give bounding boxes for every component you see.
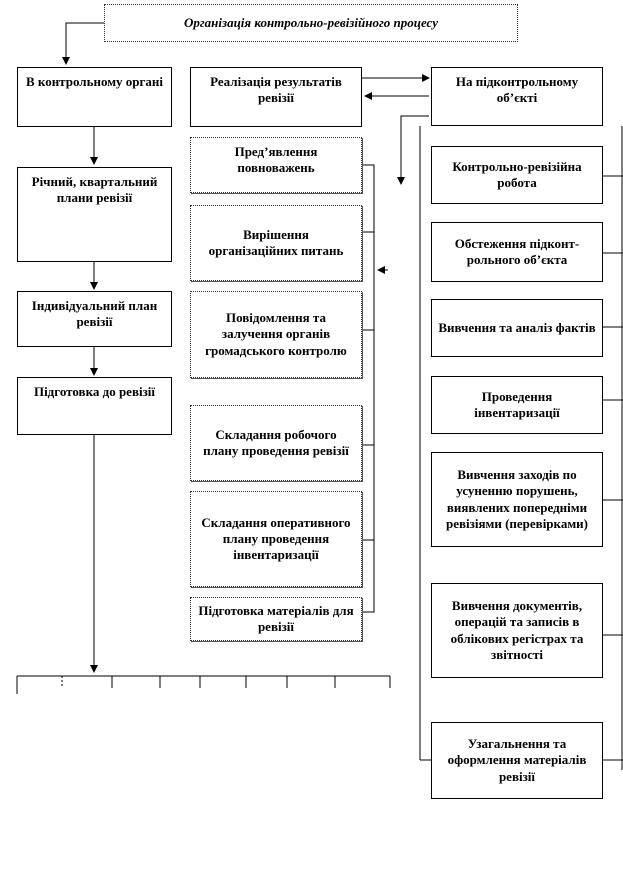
left-item-preparation: Підготовка до ревізії bbox=[17, 377, 172, 435]
middle-item-public-control: Повідомлення та залучення органів громад… bbox=[190, 291, 362, 378]
right-item-inventory: Проведення інвентаризації bbox=[431, 376, 603, 434]
middle-item-organizational: Вирішення організаційних питань bbox=[190, 205, 362, 281]
arrow-right-down bbox=[397, 115, 429, 185]
left-item-annual-plan: Річний, квартальний плани ревізії bbox=[17, 167, 172, 262]
middle-bracket bbox=[362, 164, 375, 613]
right-item-documents: Вивчення документів, операцій та записів… bbox=[431, 583, 603, 678]
diagram-title: Організація контрольно-ревізійного проце… bbox=[104, 4, 518, 42]
middle-item-credentials: Пред’явлення повноважень bbox=[190, 137, 362, 193]
middle-header-box: Реалізація результатів ревізії bbox=[190, 67, 362, 127]
left-item-individual-plan: Індивідуальний план ревізії bbox=[17, 291, 172, 347]
right-item-facts: Вивчення та аналіз фактів bbox=[431, 299, 603, 357]
right-item-summary: Узагальнення та оформлення матеріалів ре… bbox=[431, 722, 603, 799]
arrow-title-to-left bbox=[62, 22, 104, 65]
middle-item-materials: Підготовка матеріалів для ревізії bbox=[190, 597, 362, 641]
middle-item-inventory-plan: Складання оперативного плану проведення … bbox=[190, 491, 362, 587]
right-item-control-work: Контрольно-ревізійна робота bbox=[431, 146, 603, 204]
middle-item-work-plan: Складання робочого плану проведення реві… bbox=[190, 405, 362, 481]
right-item-remedies: Вивчення заходів по усуненню порушень, в… bbox=[431, 452, 603, 547]
left-header-box: В контрольному органі bbox=[17, 67, 172, 127]
right-header-box: На підконтрольному об’єкті bbox=[431, 67, 603, 126]
right-item-inspection: Обстеження підконт-рольного об’єкта bbox=[431, 222, 603, 282]
